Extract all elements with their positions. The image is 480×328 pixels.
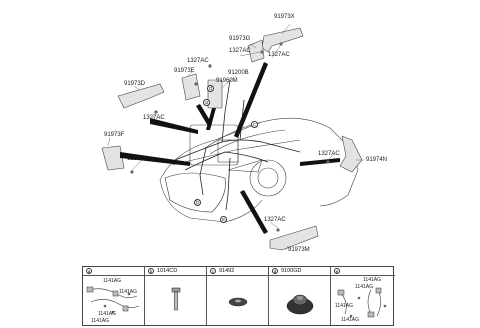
bolt-illustration: [171, 287, 181, 311]
legend-marker-a: a: [86, 268, 92, 274]
legend-e-label-2: 1141AG: [355, 284, 373, 290]
marker-c: c: [251, 121, 258, 128]
connector-a-illustration: [86, 286, 140, 314]
marker-e: e: [220, 216, 227, 223]
grommet-large-illustration: [286, 294, 314, 315]
legend-cell-d: d 9100GD: [269, 267, 331, 325]
wheel: [249, 159, 287, 197]
legend-title-d: 9100GD: [281, 268, 302, 274]
legend-cell-b: b 1014CD: [145, 267, 207, 325]
callout-91973F: 91973F: [104, 132, 125, 138]
callout-91973D: 91973D: [124, 81, 146, 87]
callout-1327AC-right: 1327AC: [318, 151, 340, 157]
legend-e-label-4: 1141AG: [341, 317, 359, 323]
legend-a-label-1: 1141AG: [103, 278, 121, 284]
legend-cell-a: a 1141AG 1141AG 1141AG 1141AG: [83, 267, 145, 325]
callout-91973X: 91973X: [274, 14, 295, 20]
callout-91973G: 91973G: [229, 36, 251, 42]
legend-title-c: 91492: [219, 268, 235, 274]
callout-1327AC-top: 1327AC: [229, 48, 251, 54]
callout-91973E: 91973E: [174, 68, 195, 74]
grommet-small-illustration: [228, 297, 248, 307]
callout-91200B: 91200B: [228, 70, 249, 76]
bracket-91973E: [181, 73, 201, 101]
callout-1125EA: 1125EA: [127, 156, 148, 162]
main-harness: [174, 139, 301, 161]
callout-1327AC-mid: 1327AC: [187, 58, 209, 64]
callout-91974N: 91974N: [366, 157, 388, 163]
legend-marker-e: e: [334, 268, 340, 274]
legend-e-label-3: 1141AG: [335, 303, 353, 309]
vehicle-wiring-illustration: [101, 23, 364, 251]
callout-1327AC-bottom: 1327AC: [264, 217, 286, 223]
legend-cell-c: c 91492: [207, 267, 269, 325]
legend-title-b: 1014CD: [157, 268, 178, 274]
bracket-91973X: [261, 27, 304, 53]
legend-cell-e: e 1141AG 1141AG 1141AG 1141AG: [331, 267, 395, 325]
callout-1327AC-left: 1327AC: [143, 115, 165, 121]
bracket-91973M: [269, 225, 319, 251]
legend-marker-c: c: [210, 268, 216, 274]
legend-a-label-4: 1141AG: [91, 318, 109, 324]
callout-91973M: 91973M: [288, 247, 310, 253]
bracket-91973D: [117, 83, 165, 109]
parts-legend-table: a 1141AG 1141AG 1141AG 1141AG b: [82, 266, 395, 326]
grille: [164, 172, 226, 213]
car-body-outline: [159, 117, 359, 207]
legend-a-label-2: 1141AG: [119, 289, 137, 295]
legend-marker-d: d: [272, 268, 278, 274]
marker-a: a: [203, 99, 210, 106]
legend-marker-b: b: [148, 268, 154, 274]
callout-91960M: 91960M: [216, 78, 238, 84]
legend-e-label-1: 1141AG: [363, 277, 381, 283]
callout-1327AC-top-right: 1327AC: [268, 52, 290, 58]
connector-e-illustration: [337, 287, 387, 318]
bracket-91973F: [101, 145, 125, 171]
legend-a-label-3: 1141AG: [98, 311, 116, 317]
bracket-91974N: [339, 135, 363, 173]
marker-b: b: [194, 199, 201, 206]
marker-d: d: [207, 85, 214, 92]
